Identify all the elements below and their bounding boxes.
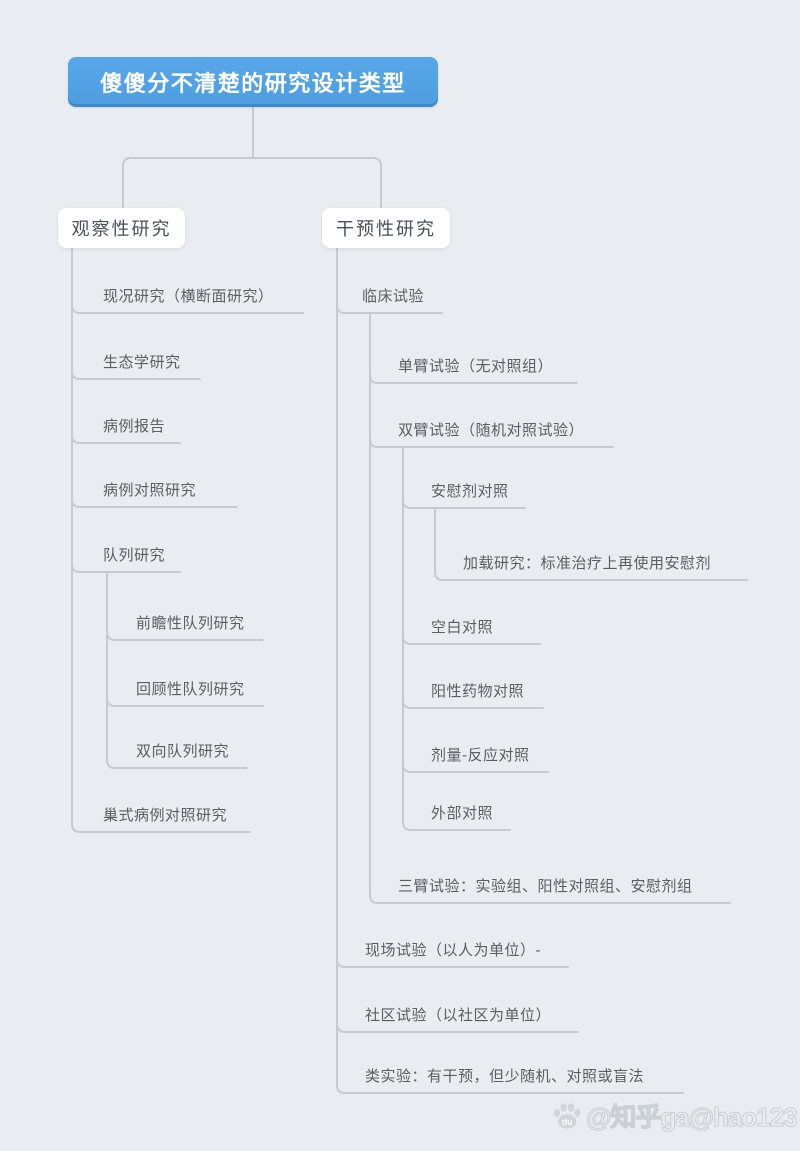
node-bidirectional-cohort-study: 双向队列研究 bbox=[136, 743, 230, 760]
node-dose-response-control: 剂量-反应对照 bbox=[431, 747, 530, 764]
node-external-control: 外部对照 bbox=[431, 805, 494, 822]
node-case-report: 病例报告 bbox=[103, 418, 166, 435]
root-topic: 傻傻分不清楚的研究设计类型 bbox=[68, 57, 438, 107]
connector-root-split bbox=[122, 106, 382, 209]
node-ecological-study: 生态学研究 bbox=[103, 354, 181, 371]
node-blank-control: 空白对照 bbox=[431, 619, 494, 636]
node-case-control-study: 病例对照研究 bbox=[103, 482, 197, 499]
node-three-arm-trial: 三臂试验：实验组、阳性对照组、安慰剂组 bbox=[398, 878, 693, 895]
connector-observational-children bbox=[71, 304, 304, 833]
node-retrospective-cohort-study: 回顾性队列研究 bbox=[136, 681, 245, 698]
node-observational-study-label: 观察性研究 bbox=[71, 219, 172, 239]
connector-placebo-subtrunk bbox=[434, 507, 748, 581]
node-interventional-study: 干预性研究 bbox=[322, 208, 450, 248]
watermark-text: @知乎ga@hao123 bbox=[586, 1102, 799, 1133]
node-add-on-study: 加载研究：标准治疗上再使用安慰剂 bbox=[463, 555, 712, 572]
node-active-drug-control: 阳性药物对照 bbox=[431, 683, 525, 700]
connector-interventional-children bbox=[336, 304, 684, 1094]
baidu-paw-icon: du bbox=[554, 1102, 581, 1129]
root-topic-label: 傻傻分不清楚的研究设计类型 bbox=[100, 71, 406, 96]
connector-doublearm-children bbox=[402, 499, 549, 831]
node-cross-sectional-study: 现况研究（横断面研究） bbox=[103, 288, 274, 305]
svg-text:du: du bbox=[562, 1117, 573, 1127]
connector-cohort-children bbox=[106, 631, 264, 769]
node-community-trial: 社区试验（以社区为单位） bbox=[365, 1007, 552, 1024]
node-double-arm-trial: 双臂试验（随机对照试验） bbox=[398, 422, 585, 439]
node-observational-study: 观察性研究 bbox=[58, 208, 185, 248]
node-placebo-control: 安慰剂对照 bbox=[431, 483, 509, 500]
node-prospective-cohort-study: 前瞻性队列研究 bbox=[136, 615, 245, 632]
node-quasi-experiment: 类实验：有干预，但少随机、对照或盲法 bbox=[365, 1068, 645, 1085]
node-single-arm-trial: 单臂试验（无对照组） bbox=[398, 358, 554, 375]
node-interventional-study-label: 干预性研究 bbox=[336, 219, 436, 239]
node-cohort-study: 队列研究 bbox=[103, 547, 166, 564]
watermark: du @知乎ga@hao123 bbox=[551, 1097, 799, 1134]
node-clinical-trial: 临床试验 bbox=[362, 288, 425, 305]
connector-clinical-children bbox=[369, 374, 731, 904]
node-nested-case-control-study: 巢式病例对照研究 bbox=[103, 807, 228, 824]
node-field-trial: 现场试验（以人为单位）- bbox=[365, 942, 541, 959]
